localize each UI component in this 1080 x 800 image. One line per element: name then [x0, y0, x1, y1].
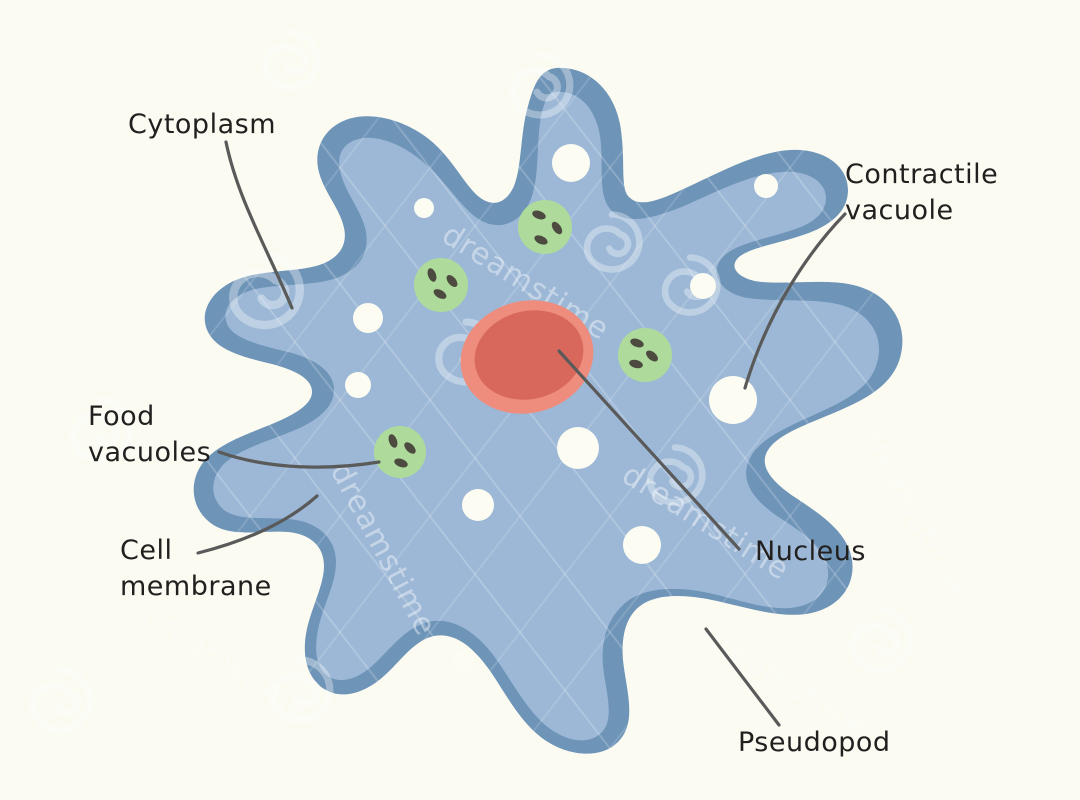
- nucleus-core: [474, 310, 584, 400]
- leader-lines-group: [196, 140, 847, 727]
- food-particle-speck: [433, 289, 447, 299]
- pseudopod-leader: [704, 627, 781, 727]
- food-particle-speck: [427, 268, 437, 282]
- cytoplasm-shape: [213, 91, 880, 741]
- contractile-vacuole-shape: [462, 489, 494, 521]
- food-particle-speck: [532, 210, 546, 220]
- food-particle-speck: [534, 235, 548, 245]
- contractile-vacuole-shape: [623, 526, 661, 564]
- label-pseudopod: Pseudopod: [738, 727, 891, 758]
- food-particle-speck: [388, 434, 398, 448]
- food-vacuole-shape: [374, 426, 426, 478]
- contractile-vacuole-shape: [552, 144, 590, 182]
- food-vacuole-shape: [618, 328, 672, 382]
- amoeba-cell: [193, 67, 903, 754]
- contractile-vacuole-shape: [754, 174, 778, 198]
- food-particle-speck: [629, 359, 643, 369]
- contractile-vacuole-leader: [743, 212, 847, 390]
- cytoplasm-leader: [224, 140, 294, 310]
- food-vacuole-shape: [414, 258, 468, 312]
- food-particle-speck: [404, 442, 416, 454]
- food-particle-speck: [551, 221, 563, 235]
- contractile-vacuole-shape: [345, 372, 371, 398]
- nucleus-shape: [460, 300, 594, 414]
- contractile-vacuole-shape: [353, 303, 383, 333]
- label-nucleus: Nucleus: [755, 536, 866, 567]
- label-cytoplasm: Cytoplasm: [128, 109, 276, 140]
- contractile-vacuole-shape: [414, 198, 434, 218]
- contractile-vacuole-shape: [557, 427, 599, 469]
- cell-membrane-leader: [196, 494, 319, 555]
- food-particle-speck: [446, 275, 458, 287]
- nucleus-leader: [557, 349, 741, 551]
- food-particle-speck: [646, 350, 658, 362]
- contractile-vacuole-shape: [453, 651, 473, 671]
- food-particle-speck: [394, 458, 408, 468]
- contractile-vacuole-shape: [709, 376, 757, 424]
- contractile-vacuole-shape: [690, 273, 716, 299]
- food-particle-speck: [630, 338, 644, 348]
- food-vacuole-shape: [518, 200, 572, 254]
- food-vacuoles-leader: [217, 450, 381, 469]
- food-vacuoles-group: [374, 200, 672, 478]
